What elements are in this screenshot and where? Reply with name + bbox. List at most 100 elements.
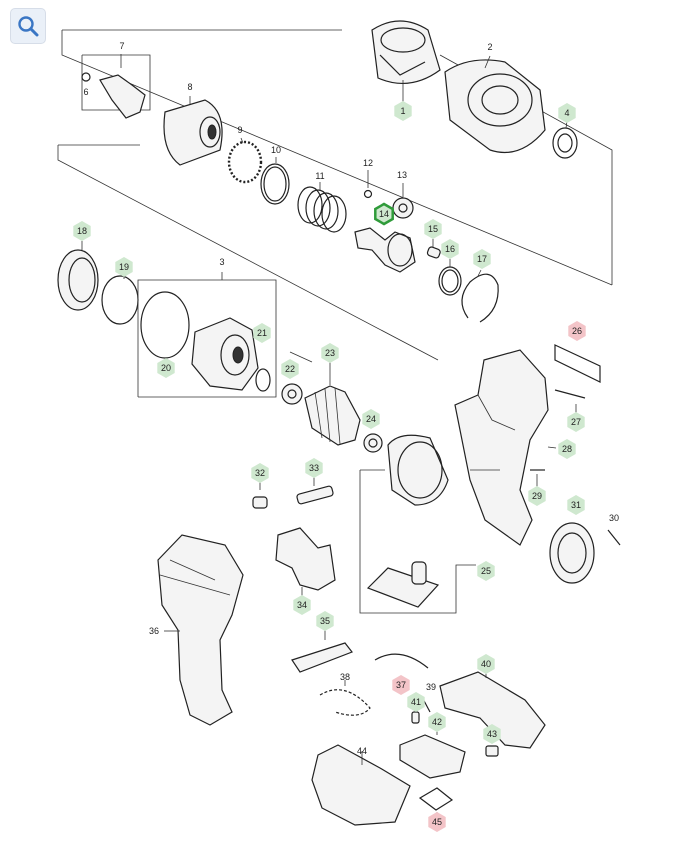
callout-8: 8 — [187, 82, 192, 92]
callout-number: 45 — [432, 817, 442, 827]
callout-39: 39 — [426, 682, 436, 692]
callout-42[interactable]: 42 — [428, 712, 446, 732]
callout-2: 2 — [487, 42, 492, 52]
callout-number: 42 — [432, 717, 442, 727]
part-9-steel-balls — [227, 137, 263, 184]
assembly-outlines — [57, 29, 613, 361]
callout-badge — [157, 358, 175, 378]
callout-34[interactable]: 34 — [293, 595, 311, 615]
callout-38: 38 — [340, 672, 350, 682]
callout-33[interactable]: 33 — [305, 458, 323, 478]
callout-14[interactable]: 14 — [374, 202, 394, 226]
part-2-hammer-case — [444, 55, 546, 154]
part-17-retaining-ring — [461, 269, 499, 323]
part-39-43-terminal-parts — [399, 696, 499, 779]
callout-23[interactable]: 23 — [321, 343, 339, 363]
callout-number: 36 — [149, 626, 159, 636]
callout-number: 4 — [564, 108, 569, 118]
callout-number: 7 — [119, 41, 124, 51]
callout-13: 13 — [397, 170, 407, 180]
callout-22[interactable]: 22 — [281, 359, 299, 379]
callout-number: 9 — [237, 125, 242, 135]
callout-number: 18 — [77, 226, 87, 236]
callout-badge — [567, 495, 585, 515]
callout-45[interactable]: 45 — [428, 812, 446, 832]
callout-number: 10 — [271, 145, 281, 155]
callout-number: 39 — [426, 682, 436, 692]
callout-15[interactable]: 15 — [424, 219, 442, 239]
callout-number: 44 — [357, 746, 367, 756]
callout-badge — [558, 439, 576, 459]
callout-43[interactable]: 43 — [483, 724, 501, 744]
callout-badge — [374, 202, 394, 226]
callout-37[interactable]: 37 — [392, 675, 410, 695]
callout-number: 31 — [571, 500, 581, 510]
callout-16[interactable]: 16 — [441, 239, 459, 259]
callout-badge — [362, 409, 380, 429]
part-15-pin — [426, 239, 441, 259]
callout-number: 34 — [297, 600, 307, 610]
callout-number: 35 — [320, 616, 330, 626]
callout-4[interactable]: 4 — [558, 103, 576, 123]
callout-35[interactable]: 35 — [316, 611, 334, 631]
callout-number: 16 — [445, 244, 455, 254]
callout-badge — [293, 595, 311, 615]
part-29-screw — [530, 469, 545, 487]
callout-21[interactable]: 21 — [253, 323, 271, 343]
part-26-label — [554, 344, 601, 383]
callout-31[interactable]: 31 — [567, 495, 585, 515]
callout-25[interactable]: 25 — [477, 561, 495, 581]
callout-number: 13 — [397, 170, 407, 180]
callout-number: 33 — [309, 463, 319, 473]
callout-27[interactable]: 27 — [567, 412, 585, 432]
callout-28[interactable]: 28 — [558, 439, 576, 459]
callout-20[interactable]: 20 — [157, 358, 175, 378]
callout-11: 11 — [315, 171, 324, 181]
callout-32[interactable]: 32 — [251, 463, 269, 483]
callout-9: 9 — [237, 125, 242, 135]
callout-number: 40 — [481, 659, 491, 669]
callout-19[interactable]: 19 — [115, 257, 133, 277]
callout-26[interactable]: 26 — [568, 321, 586, 341]
callout-1[interactable]: 1 — [394, 101, 412, 121]
callout-30: 30 — [609, 513, 619, 523]
callout-badge — [321, 343, 339, 363]
callout-badge — [394, 101, 412, 121]
part-3-gear-assembly — [137, 272, 277, 398]
callout-number: 11 — [315, 171, 324, 181]
callout-18[interactable]: 18 — [73, 221, 91, 241]
callout-badge — [558, 103, 576, 123]
callout-badge — [567, 412, 585, 432]
callout-29[interactable]: 29 — [528, 486, 546, 506]
zoom-button[interactable] — [10, 8, 46, 44]
part-14-spindle — [354, 227, 416, 273]
callout-number: 14 — [379, 209, 389, 219]
callout-number: 24 — [366, 414, 376, 424]
part-13-flat-washer — [392, 183, 414, 219]
part-32-33-small-parts — [252, 476, 334, 509]
callout-17[interactable]: 17 — [473, 249, 491, 269]
callout-number: 28 — [562, 444, 572, 454]
callout-badge — [115, 257, 133, 277]
part-35-switch-plate — [291, 628, 353, 673]
callout-badge — [392, 675, 410, 695]
callout-12: 12 — [363, 158, 373, 168]
callout-badge — [568, 321, 586, 341]
callout-3: 3 — [219, 257, 224, 267]
part-23-rotor — [281, 351, 383, 453]
callout-badge — [473, 249, 491, 269]
callout-badge — [305, 458, 323, 478]
callout-number: 37 — [396, 680, 406, 690]
callout-number: 2 — [487, 42, 492, 52]
callout-number: 32 — [255, 468, 265, 478]
callout-24[interactable]: 24 — [362, 409, 380, 429]
callout-40[interactable]: 40 — [477, 654, 495, 674]
callout-number: 1 — [400, 106, 405, 116]
part-10-washer — [260, 157, 290, 205]
callout-number: 41 — [411, 697, 421, 707]
part-12-steel-ball — [363, 170, 373, 199]
callout-41[interactable]: 41 — [407, 692, 425, 712]
callout-badge — [253, 323, 271, 343]
callout-36: 36 — [149, 626, 159, 636]
